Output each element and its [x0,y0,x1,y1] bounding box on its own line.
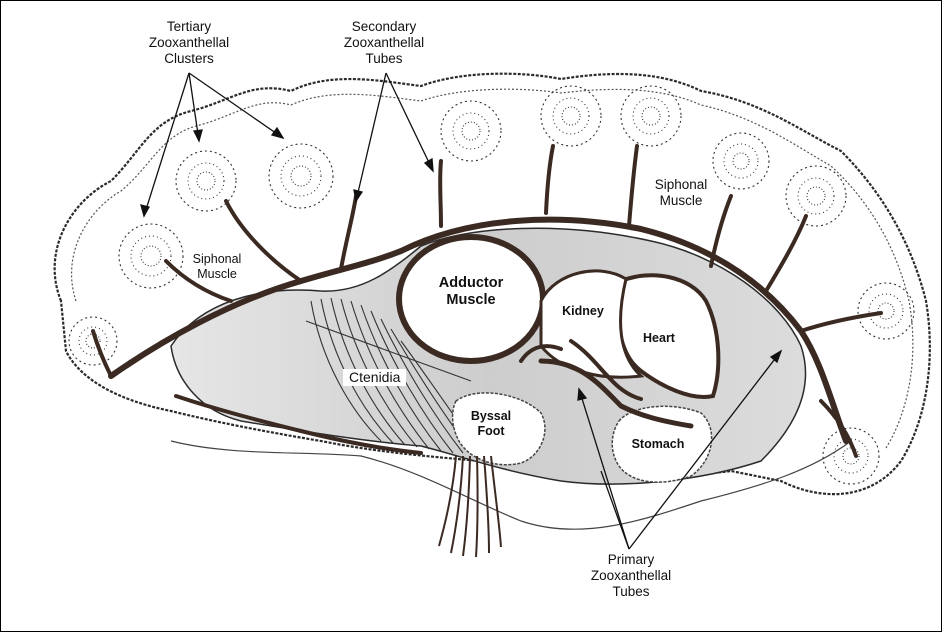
label-stomach: Stomach [623,437,693,452]
label-siphonal-muscle-right: Siphonal Muscle [641,177,721,209]
label-byssal-foot: Byssal Foot [461,409,521,439]
label-tertiary-clusters: Tertiary Zooxanthellal Clusters [134,19,244,68]
label-kidney: Kidney [553,304,613,319]
label-adductor-muscle: Adductor Muscle [421,275,521,310]
label-primary-tubes: Primary Zooxanthellal Tubes [576,552,686,601]
label-ctenidia: Ctenidia [343,369,406,386]
label-heart: Heart [629,331,689,346]
label-siphonal-muscle-left: Siphonal Muscle [181,252,253,282]
label-secondary-tubes: Secondary Zooxanthellal Tubes [329,19,439,68]
byssal-threads [439,456,501,557]
